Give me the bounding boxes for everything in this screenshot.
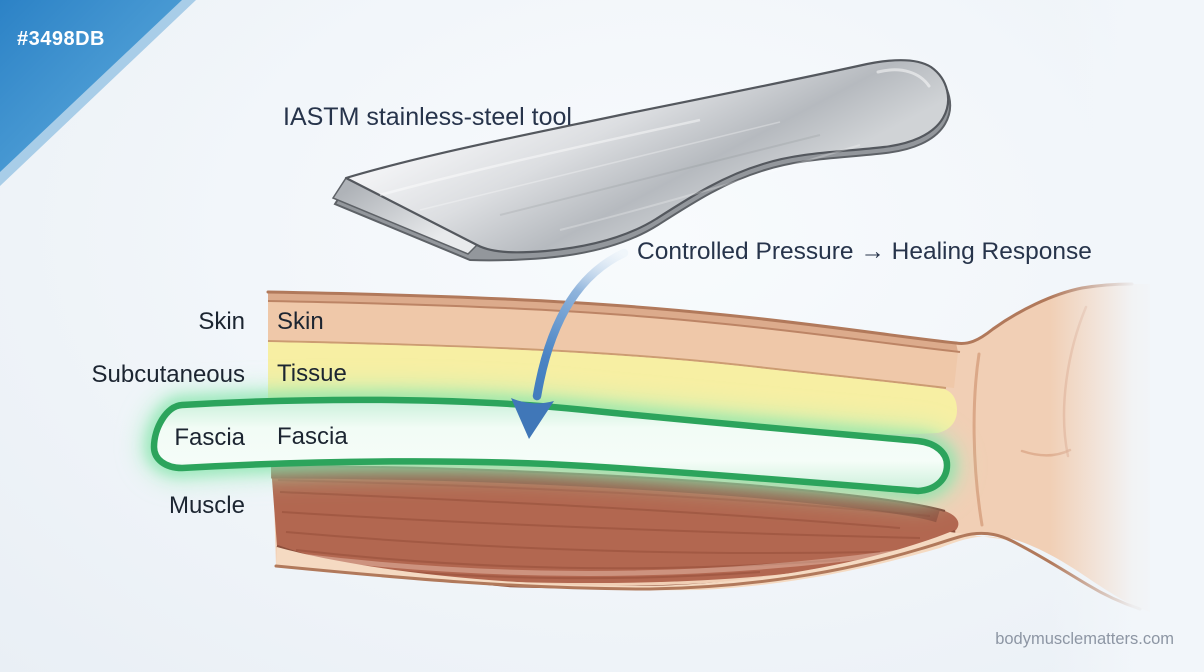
muscle-sheen: [299, 549, 901, 577]
right-fade: [1050, 0, 1204, 672]
epidermis-strip: [268, 292, 958, 352]
corner-badge-triangle: [0, 0, 182, 172]
corner-badge: [0, 0, 196, 186]
skin-band: [268, 301, 958, 388]
tool-title: IASTM stainless-steel tool: [283, 103, 572, 131]
pressure-arrow: [511, 248, 629, 439]
bottom-skin-band: [276, 532, 1008, 591]
layer-label-tissue: Tissue: [277, 360, 347, 387]
fascia-band: [150, 396, 951, 495]
outside-label-muscle: Muscle: [168, 492, 245, 519]
outside-label-skin: Skin: [198, 308, 245, 335]
iastm-tool: [331, 59, 952, 262]
layer-label-skin: Skin: [277, 308, 324, 335]
outside-label-subcutaneous: Subcutaneous: [91, 361, 245, 388]
subcutaneous-boundary-line: [267, 340, 947, 389]
pressure-arrow-head: [511, 398, 554, 439]
watermark: bodymusclematters.com: [995, 630, 1174, 648]
layer-label-fascia: Fascia: [277, 423, 348, 450]
subcutaneous-band: [268, 342, 957, 435]
skin-boundary-line: [267, 300, 961, 353]
tool-brushed-streaks: [379, 68, 931, 231]
fascia-highlight: [136, 382, 965, 509]
tool-top-face: [344, 59, 950, 254]
annotation-title: Controlled Pressure → Healing Response: [637, 238, 1092, 265]
badge-hex-label: #3498DB: [17, 28, 106, 50]
outside-label-fascia: Fascia: [174, 424, 245, 451]
pressure-arrow-shaft: [532, 248, 629, 401]
